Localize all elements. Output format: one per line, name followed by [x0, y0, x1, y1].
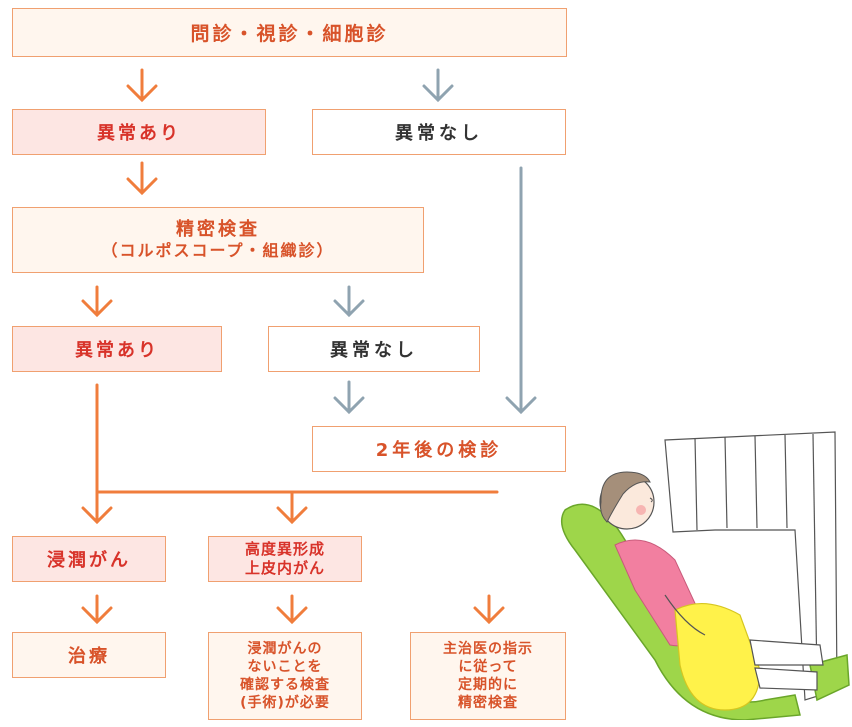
arrow-to-confirm — [276, 594, 308, 625]
abnormal-box-1: 異常あり — [12, 109, 266, 155]
cin-line-2: 上皮内がん — [244, 559, 325, 577]
followup-box: 主治医の指示 に従って 定期的に 精密検査 — [410, 632, 566, 720]
followup-line-3: 定期的に — [458, 677, 518, 693]
followup-line-2: に従って — [458, 658, 518, 675]
confirm-line-2: ないことを — [247, 658, 323, 675]
cin-line-1: 高度異形成 — [244, 540, 325, 559]
arrow-to-treatment — [81, 594, 113, 625]
abnormal-label-2: 異常あり — [75, 340, 159, 361]
screening-label: 問診・視診・細胞診 — [190, 23, 389, 45]
arrow-screening-to-normal — [422, 68, 454, 103]
confirm-line-4: (手術)が必要 — [240, 695, 330, 712]
legs — [749, 639, 824, 691]
arm — [664, 594, 706, 636]
gray-arrows — [333, 68, 537, 415]
confirm-line-1: 浸潤がんの — [247, 640, 323, 657]
orange-arrows — [81, 68, 505, 625]
arrow-to-followup — [473, 594, 505, 625]
detailed-exam-box: 精密検査 （コルポスコープ・組織診） — [12, 207, 424, 273]
abnormal-box-2: 異常あり — [12, 326, 222, 372]
arrow-normal2-to-checkup — [333, 380, 365, 415]
detailed-exam-subtitle: （コルポスコープ・組織診） — [101, 241, 335, 261]
followup-line-1: 主治医の指示 — [443, 640, 533, 657]
woman-in-exam-chair-illustration — [560, 431, 850, 720]
arrow-normal1-to-checkup — [505, 166, 537, 415]
followup-line-4: 精密検査 — [458, 695, 518, 712]
arrow-to-invasive — [81, 490, 113, 525]
arrow-to-cin — [276, 490, 308, 525]
checkup-box: 2年後の検診 — [312, 426, 566, 472]
treatment-label: 治療 — [68, 646, 110, 667]
checkup-label: 2年後の検診 — [375, 440, 503, 461]
detailed-exam-title: 精密検査 — [176, 218, 260, 240]
head — [599, 471, 655, 530]
treatment-box: 治療 — [12, 632, 166, 678]
normal-box-1: 異常なし — [312, 109, 566, 155]
normal-box-2: 異常なし — [268, 326, 480, 372]
invasive-cancer-label: 浸潤がん — [47, 550, 131, 571]
abnormal-label-1: 異常あり — [97, 123, 181, 144]
arrow-detailed-to-normal2 — [333, 285, 365, 318]
invasive-cancer-box: 浸潤がん — [12, 536, 166, 582]
cin-box: 高度異形成 上皮内がん — [208, 536, 362, 582]
arrow-screening-to-abnormal — [126, 68, 158, 103]
arrow-detailed-to-abnormal2 — [81, 285, 113, 318]
curtain — [664, 431, 838, 701]
screening-box: 問診・視診・細胞診 — [12, 8, 567, 57]
arrow-abnormal-to-detailed — [126, 161, 158, 196]
confirm-test-box: 浸潤がんの ないことを 確認する検査 (手術)が必要 — [208, 632, 362, 720]
normal-label-2: 異常なし — [330, 340, 418, 361]
confirm-line-3: 確認する検査 — [240, 677, 330, 693]
normal-label-1: 異常なし — [395, 123, 483, 144]
